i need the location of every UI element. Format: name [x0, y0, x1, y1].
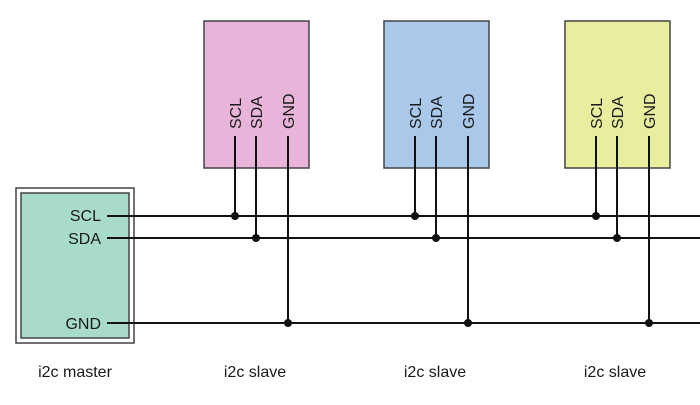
slave-2-sda-junction — [432, 234, 440, 242]
slave-3-pin-scl-label: SCL — [589, 98, 606, 129]
slave-1-gnd-junction — [284, 319, 292, 327]
master-pin-scl-label: SCL — [70, 208, 101, 225]
master-pin-sda-label: SDA — [68, 231, 101, 248]
slave-3-pin-sda-label: SDA — [610, 96, 627, 129]
slave-2-pin-sda-label: SDA — [429, 96, 446, 129]
i2c-slave-device-2: SCL SDA GND i2c slave — [383, 20, 490, 381]
slave-1-sda-junction — [252, 234, 260, 242]
slave-1-pin-gnd-label: GND — [281, 93, 298, 129]
master-caption: i2c master — [38, 364, 112, 381]
slave-3-pin-gnd-label: GND — [642, 93, 659, 129]
slave-1-scl-junction — [231, 212, 239, 220]
slave-3-box — [564, 20, 671, 169]
slave-2-caption: i2c slave — [404, 364, 466, 381]
slave-2-pin-scl-label: SCL — [408, 98, 425, 129]
slave-2-scl-junction — [411, 212, 419, 220]
master-box-inner — [20, 192, 130, 339]
master-box-outer — [15, 187, 135, 344]
slave-1-pin-sda-label: SDA — [249, 96, 266, 129]
bus-lines — [107, 215, 700, 324]
slave-1-pin-scl-label: SCL — [228, 98, 245, 129]
slave-3-caption: i2c slave — [584, 364, 646, 381]
slave-2-pin-gnd-label: GND — [461, 93, 478, 129]
slave-3-gnd-junction — [645, 319, 653, 327]
i2c-slave-device-1: SCL SDA GND i2c slave — [203, 20, 310, 381]
i2c-slave-device-3: SCL SDA GND i2c slave — [564, 20, 671, 381]
i2c-master-device: SCL SDA GND i2c master — [15, 187, 135, 381]
slave-1-caption: i2c slave — [224, 364, 286, 381]
slave-2-gnd-junction — [464, 319, 472, 327]
master-pin-gnd-label: GND — [65, 316, 101, 333]
slave-3-sda-junction — [613, 234, 621, 242]
slave-3-scl-junction — [592, 212, 600, 220]
